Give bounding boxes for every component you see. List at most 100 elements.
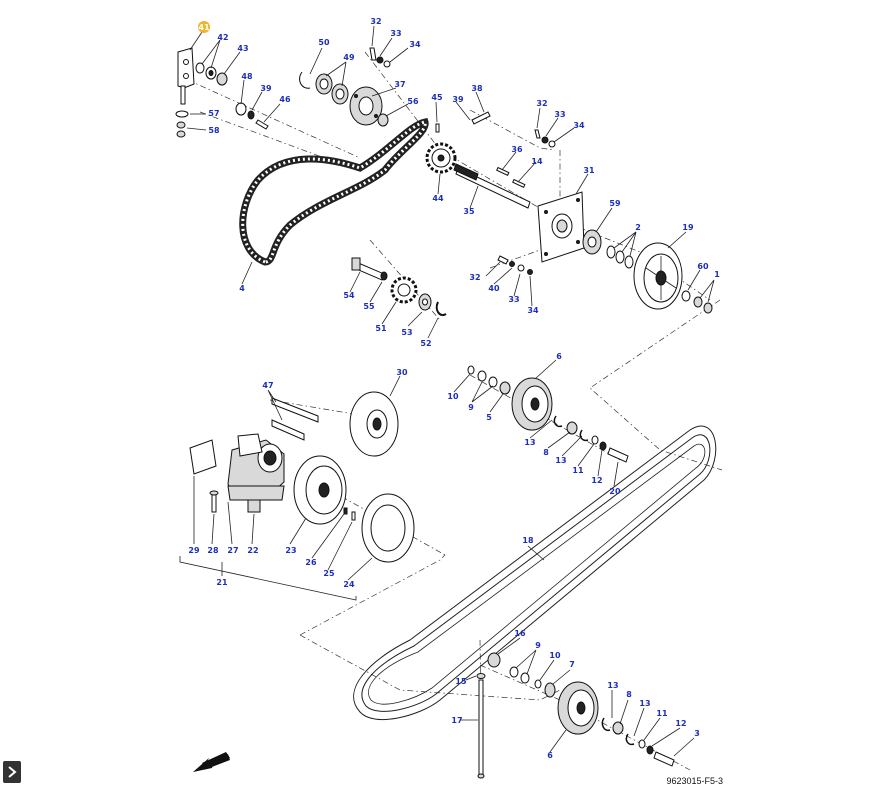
pulley-30[interactable] bbox=[349, 391, 399, 457]
callout-31[interactable]: 31 bbox=[583, 166, 595, 175]
callout-50[interactable]: 50 bbox=[318, 38, 330, 47]
bearing-53[interactable] bbox=[418, 293, 432, 311]
bearings-49[interactable] bbox=[315, 73, 349, 105]
callout-21[interactable]: 21 bbox=[216, 578, 228, 587]
rod-17[interactable] bbox=[477, 679, 485, 779]
screws-26-25[interactable] bbox=[343, 507, 356, 521]
washers-9-10-lower[interactable] bbox=[509, 666, 542, 689]
pulley-6-lower[interactable] bbox=[557, 681, 599, 735]
callout-33-right[interactable]: 33 bbox=[554, 110, 565, 119]
callout-54[interactable]: 54 bbox=[343, 291, 355, 300]
callout-39[interactable]: 39 bbox=[260, 84, 272, 93]
washers-42-43[interactable] bbox=[195, 62, 269, 130]
bolt-28[interactable] bbox=[209, 490, 219, 513]
pin-45[interactable] bbox=[435, 123, 440, 133]
callout-30[interactable]: 30 bbox=[396, 368, 408, 377]
pulley-23[interactable] bbox=[293, 455, 347, 525]
callout-35[interactable]: 35 bbox=[463, 207, 475, 216]
callout-57[interactable]: 57 bbox=[208, 109, 219, 118]
callout-18[interactable]: 18 bbox=[522, 536, 534, 545]
callout-20[interactable]: 20 bbox=[609, 487, 621, 496]
callout-6-upper[interactable]: 6 bbox=[556, 352, 562, 361]
expand-panel-button[interactable] bbox=[3, 761, 21, 783]
bearings-13-8-11[interactable] bbox=[553, 415, 607, 451]
roller-chain-4[interactable] bbox=[239, 117, 429, 266]
bearing-59[interactable] bbox=[582, 229, 602, 255]
keys-36-14[interactable] bbox=[496, 166, 526, 189]
shaft-35[interactable] bbox=[453, 163, 531, 209]
callout-32-top[interactable]: 32 bbox=[370, 17, 381, 26]
callout-17[interactable]: 17 bbox=[451, 716, 462, 725]
bolt-38[interactable] bbox=[471, 111, 491, 125]
bolt-set-32-34-right[interactable] bbox=[534, 129, 556, 148]
flange-37[interactable] bbox=[349, 86, 383, 126]
callout-37[interactable]: 37 bbox=[394, 80, 405, 89]
callout-19[interactable]: 19 bbox=[682, 223, 694, 232]
callout-51[interactable]: 51 bbox=[375, 324, 387, 333]
callout-24[interactable]: 24 bbox=[343, 580, 355, 589]
callout-10-upper[interactable]: 10 bbox=[447, 392, 459, 401]
callout-36[interactable]: 36 bbox=[511, 145, 523, 154]
callout-13-lower-a[interactable]: 13 bbox=[607, 681, 618, 690]
bolt-set-32-34-top[interactable] bbox=[369, 47, 391, 68]
snap-ring-50[interactable] bbox=[299, 71, 311, 89]
callout-6-lower[interactable]: 6 bbox=[547, 751, 553, 760]
callout-58[interactable]: 58 bbox=[208, 126, 220, 135]
callout-53[interactable]: 53 bbox=[401, 328, 412, 337]
callout-46[interactable]: 46 bbox=[279, 95, 291, 104]
callout-9-upper[interactable]: 9 bbox=[468, 403, 474, 412]
callout-48[interactable]: 48 bbox=[241, 72, 253, 81]
callout-12-upper[interactable]: 12 bbox=[591, 476, 602, 485]
callout-59[interactable]: 59 bbox=[609, 199, 621, 208]
bolt-54[interactable] bbox=[351, 257, 385, 281]
gasket-29[interactable] bbox=[189, 439, 217, 475]
pulley-19[interactable] bbox=[633, 242, 683, 310]
bushing-56[interactable] bbox=[377, 113, 389, 127]
bolt-set-32-40-33-34[interactable] bbox=[497, 255, 533, 275]
callout-39-mid[interactable]: 39 bbox=[452, 95, 464, 104]
callout-15[interactable]: 15 bbox=[455, 677, 467, 686]
pulley-6-upper[interactable] bbox=[511, 377, 553, 431]
sprocket-51[interactable] bbox=[390, 276, 418, 304]
washers-2[interactable] bbox=[606, 245, 634, 269]
sprocket-44[interactable] bbox=[425, 142, 457, 174]
bushing-16[interactable] bbox=[487, 652, 501, 668]
snap-ring-52[interactable] bbox=[435, 301, 447, 316]
callout-11-upper[interactable]: 11 bbox=[572, 466, 584, 475]
callout-23[interactable]: 23 bbox=[285, 546, 296, 555]
callout-1[interactable]: 1 bbox=[714, 270, 720, 279]
callout-2[interactable]: 2 bbox=[635, 223, 641, 232]
callout-14[interactable]: 14 bbox=[531, 157, 543, 166]
callout-32-low[interactable]: 32 bbox=[469, 273, 480, 282]
callout-25[interactable]: 25 bbox=[323, 569, 335, 578]
callout-34-low[interactable]: 34 bbox=[527, 306, 539, 315]
callout-33-top[interactable]: 33 bbox=[390, 29, 401, 38]
v-belt-18[interactable] bbox=[353, 425, 717, 720]
gearbox-22[interactable] bbox=[227, 433, 285, 513]
callout-32-right[interactable]: 32 bbox=[536, 99, 547, 108]
callout-4[interactable]: 4 bbox=[239, 284, 245, 293]
selected-callout-marker[interactable] bbox=[198, 21, 210, 33]
bearings-13-8-11-lower[interactable] bbox=[601, 717, 654, 755]
nuts-57-58[interactable] bbox=[175, 110, 189, 138]
callout-13-upper-b[interactable]: 13 bbox=[555, 456, 566, 465]
bolt-20[interactable] bbox=[607, 447, 629, 463]
callout-47[interactable]: 47 bbox=[262, 381, 273, 390]
callout-22[interactable]: 22 bbox=[247, 546, 258, 555]
callout-26[interactable]: 26 bbox=[305, 558, 317, 567]
callout-44[interactable]: 44 bbox=[432, 194, 444, 203]
pulley-24[interactable] bbox=[361, 493, 415, 563]
mount-plate-31[interactable] bbox=[537, 191, 585, 263]
callout-13-lower-b[interactable]: 13 bbox=[639, 699, 650, 708]
callout-16[interactable]: 16 bbox=[514, 629, 526, 638]
spacer-5[interactable] bbox=[499, 381, 511, 395]
callout-9-lower[interactable]: 9 bbox=[535, 641, 541, 650]
washer-55[interactable] bbox=[380, 271, 388, 281]
callout-29[interactable]: 29 bbox=[188, 546, 200, 555]
callout-52[interactable]: 52 bbox=[420, 339, 431, 348]
washers-10-9[interactable] bbox=[467, 365, 498, 388]
link-47[interactable] bbox=[271, 397, 319, 441]
callout-12-lower[interactable]: 12 bbox=[675, 719, 686, 728]
callout-34-right[interactable]: 34 bbox=[573, 121, 585, 130]
callout-10-lower[interactable]: 10 bbox=[549, 651, 561, 660]
